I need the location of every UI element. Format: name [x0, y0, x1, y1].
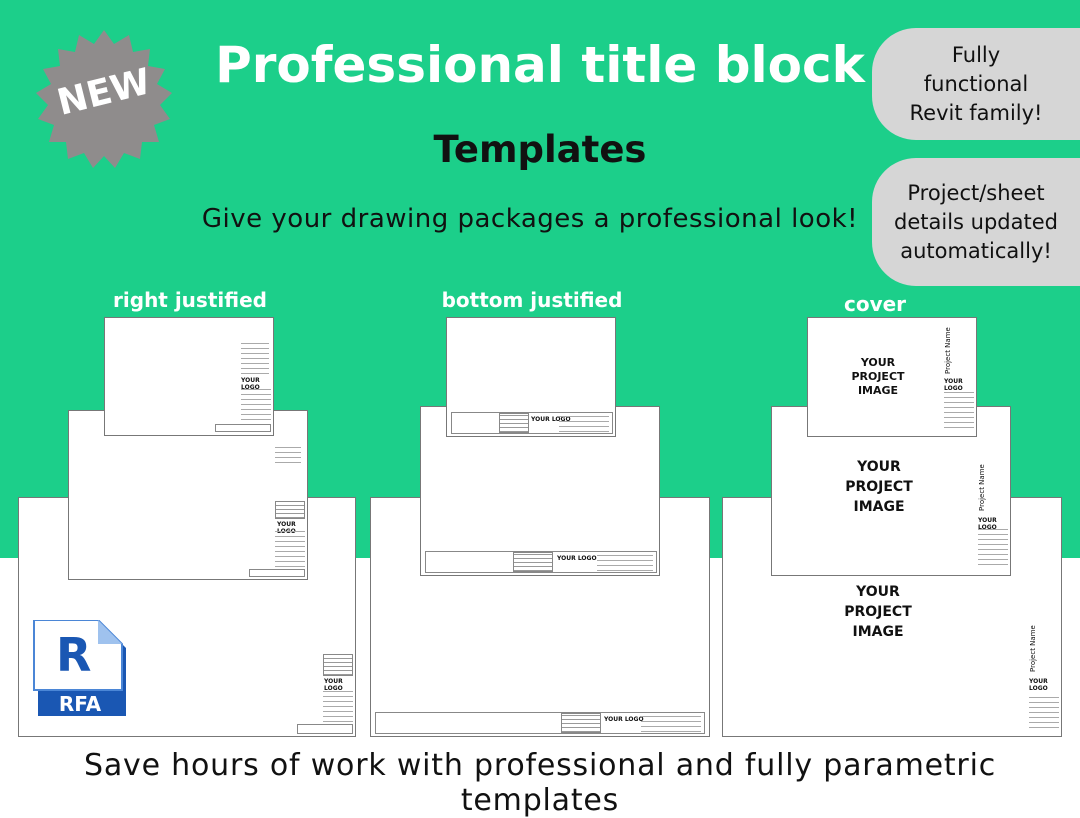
sheet-number-box	[249, 569, 305, 577]
project-image-text: IMAGE	[857, 384, 899, 397]
title-block-lines	[978, 529, 1008, 565]
logo-placeholder: YOUR LOGO	[557, 555, 597, 562]
project-name: Project Name	[944, 327, 952, 374]
project-image-placeholder: YOUR PROJECT IMAGE	[836, 457, 922, 517]
notes-lines	[241, 340, 269, 374]
project-image-text: PROJECT	[845, 479, 913, 495]
bottom-title-block	[375, 712, 705, 734]
logo-placeholder: YOUR LOGO	[1029, 678, 1048, 692]
logo-placeholder: YOUR LOGO	[978, 517, 997, 531]
new-badge-icon	[36, 30, 172, 168]
project-image-text: YOUR	[860, 356, 896, 369]
notes-lines	[275, 443, 301, 463]
title-block-grid	[275, 501, 305, 519]
project-image-placeholder: YOUR PROJECT IMAGE	[833, 582, 923, 642]
column-label-cover: cover	[843, 292, 907, 316]
tagline: Give your drawing packages a professiona…	[201, 204, 859, 234]
page-title: Professional title block	[215, 36, 865, 94]
callout-revit-family-text: Fully functional Revit family!	[909, 42, 1043, 125]
project-image-text: PROJECT	[851, 370, 905, 383]
title-block-grid	[323, 654, 353, 676]
project-image-text: PROJECT	[844, 604, 912, 620]
footer-text: Save hours of work with professional and…	[84, 748, 996, 818]
title-block-lines	[597, 553, 653, 571]
callout-auto-update-text: Project/sheet details updated automatica…	[894, 180, 1058, 263]
project-image-text: IMAGE	[853, 499, 905, 515]
title-block-lines	[1029, 694, 1059, 728]
bottom-justified-sheet-small: YOUR LOGO	[446, 317, 616, 437]
logo-placeholder: YOUR LOGO	[241, 377, 260, 391]
title-block-lines	[641, 714, 701, 732]
title-block-grid	[513, 552, 553, 572]
column-label-bottom-justified: bottom justified	[441, 288, 623, 312]
title-block-lines	[241, 388, 271, 420]
rfa-letter: R	[56, 628, 92, 682]
project-image-text: YOUR	[856, 584, 900, 600]
title-block-grid	[561, 713, 601, 733]
title-block-lines	[275, 531, 305, 567]
project-image-placeholder: YOUR PROJECT IMAGE	[846, 356, 910, 398]
project-image-text: YOUR	[857, 459, 901, 475]
project-image-text: IMAGE	[852, 624, 904, 640]
title-block-lines	[944, 388, 974, 428]
title-block-lines	[323, 688, 353, 722]
callout-auto-update: Project/sheet details updated automatica…	[872, 158, 1080, 286]
page-subtitle: Templates	[433, 128, 647, 171]
callout-revit-family: Fully functional Revit family!	[872, 28, 1080, 140]
logo-placeholder: YOUR LOGO	[531, 416, 571, 423]
column-label-right-justified: right justified	[113, 288, 267, 312]
title-block-grid	[499, 413, 529, 433]
rfa-ext: RFA	[58, 692, 102, 716]
right-justified-sheet-small: YOUR LOGO	[104, 317, 274, 436]
logo-placeholder: YOUR LOGO	[604, 716, 644, 723]
cover-sheet-small: YOUR PROJECT IMAGE Project Name YOUR LOG…	[807, 317, 977, 437]
right-justified-sheet-medium: YOUR LOGO	[68, 410, 308, 580]
project-name: Project Name	[1029, 625, 1037, 672]
sheet-number-box	[215, 424, 271, 432]
project-name: Project Name	[978, 464, 986, 511]
rfa-file-icon	[33, 620, 126, 716]
title-block-lines	[559, 414, 609, 432]
sheet-number-box	[297, 724, 353, 734]
